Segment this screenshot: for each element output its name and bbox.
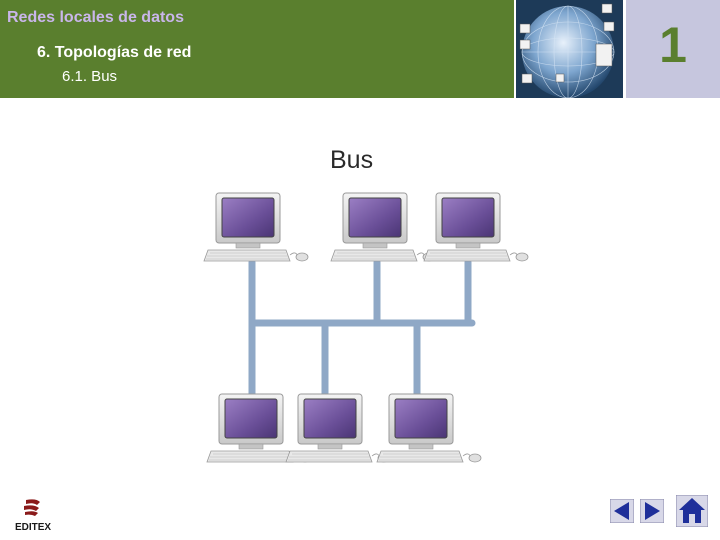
header-banner <box>0 0 514 98</box>
computer-top-2 <box>330 192 436 262</box>
home-button[interactable] <box>675 494 709 528</box>
course-title: Redes locales de datos <box>7 9 184 26</box>
diagram-title: Bus <box>330 146 374 174</box>
section-heading: 6. Topologías de red <box>37 44 192 61</box>
home-icon <box>675 494 709 528</box>
chapter-number: 1 <box>659 17 687 73</box>
subsection-heading: 6.1. Bus <box>62 68 118 85</box>
next-slide-button[interactable] <box>639 498 665 524</box>
globe-network-image <box>514 0 623 98</box>
computer-bottom-3 <box>376 393 482 463</box>
slide-header: Redes locales de datos 6. Topologías de … <box>0 0 720 98</box>
editex-logo-text: EDITEX <box>15 522 51 533</box>
computer-top-3 <box>423 192 529 262</box>
arrow-right-icon <box>639 498 665 524</box>
chapter-panel: 1 <box>623 0 720 98</box>
computer-bottom-2 <box>285 393 391 463</box>
computer-top-1 <box>203 192 309 262</box>
editex-logo: EDITEX <box>8 498 58 534</box>
arrow-left-icon <box>609 498 635 524</box>
previous-slide-button[interactable] <box>609 498 635 524</box>
